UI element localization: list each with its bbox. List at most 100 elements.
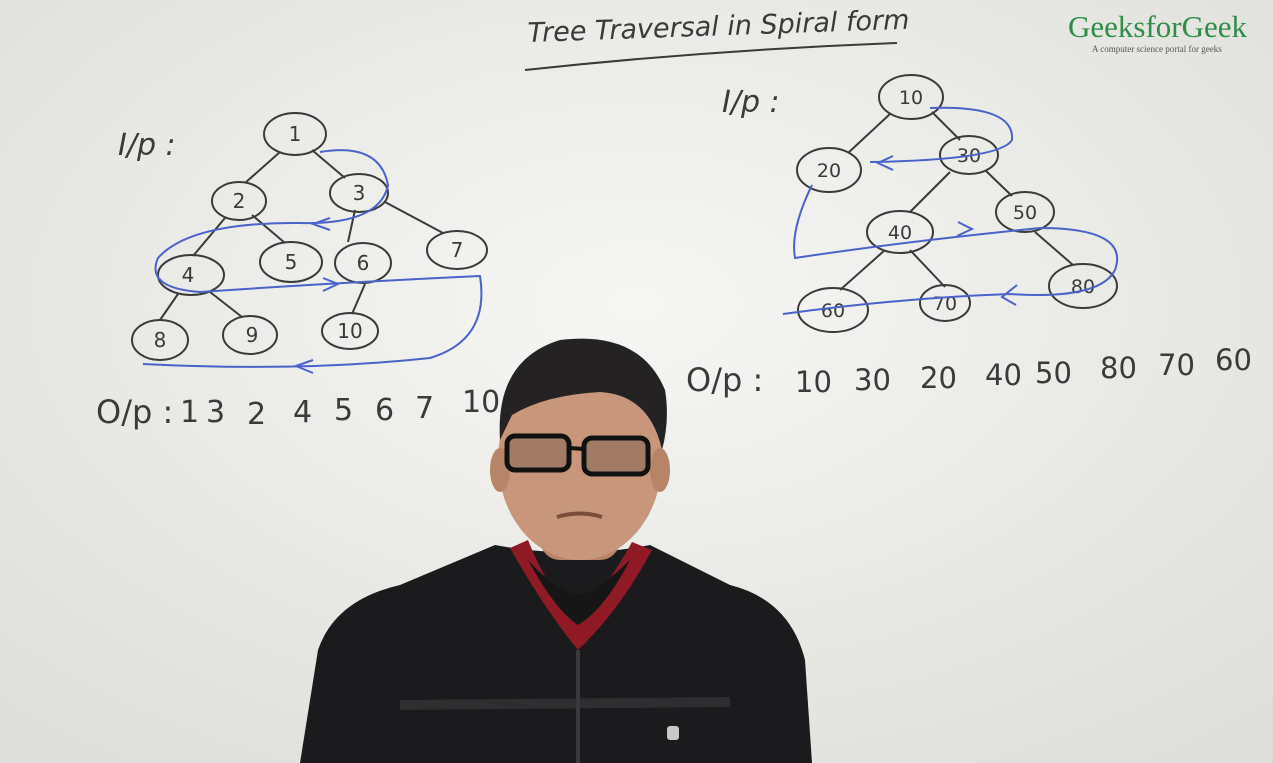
presenter-ear [650,448,670,492]
arrowhead [309,217,331,231]
logo-name: GeeksforGeek [1068,9,1248,44]
output-value: 7 [415,391,434,426]
tree-node [131,319,189,361]
tree-node [426,230,488,270]
right-output-label: O/p : [686,361,763,399]
tree-node [329,173,389,213]
node-label: 2 [233,189,246,213]
output-value: 6 [375,393,394,428]
tree-node [157,254,225,296]
glasses-lens-right [581,435,651,477]
node-label: 10 [899,87,923,109]
node-label: 50 [1013,202,1037,224]
tree-node [211,181,267,221]
spiral-arrow [869,106,1014,163]
tree-node [334,242,392,284]
right-tree-labels: 10 20 30 40 50 60 70 80 [817,87,1095,322]
node-label: 60 [821,300,845,322]
edge [209,291,243,318]
edge [251,214,286,244]
node-label: 8 [154,328,167,352]
tree-node [259,241,323,283]
edge [839,249,886,291]
node-label: 6 [357,251,370,275]
left-spiral-arrows [142,149,483,374]
node-label: 10 [337,319,362,343]
right-tree-nodes [796,74,1118,333]
right-spiral-arrows [782,106,1118,315]
right-output: 10 30 20 40 50 80 70 60 [795,343,1252,399]
edge [347,209,356,243]
tree-node [995,191,1055,233]
presenter-shirt [528,560,630,625]
edge [159,293,179,321]
node-label: 40 [888,222,912,244]
edge [192,217,226,257]
edge [311,149,346,179]
edge [1034,231,1074,266]
output-value: 1 [180,395,199,430]
arrowhead [1000,284,1018,306]
arrowhead [956,221,975,237]
node-label: 7 [451,238,464,262]
jacket-badge [667,726,679,740]
output-value: 30 [854,363,891,397]
output-value: 10 [462,385,500,420]
tree-node [939,135,999,175]
tree-node [919,284,971,322]
glasses-lens-left [504,433,572,473]
logo-tagline: A computer science portal for geeks [1092,44,1222,54]
title-underline [524,42,898,71]
left-tree-nodes [131,112,488,361]
presenter-mouth [556,511,603,519]
left-tree [159,149,444,321]
arrowhead [875,155,894,171]
output-value: 80 [1100,351,1137,385]
tree-node [222,315,278,355]
output-value: 50 [1035,356,1072,390]
tree-node [263,112,327,156]
output-value: 3 [206,395,225,430]
output-value: 5 [334,393,353,428]
right-input-label: I/p : [722,85,780,120]
node-label: 9 [246,323,259,347]
node-label: 4 [182,263,195,287]
edge [847,113,891,154]
node-label: 1 [289,122,302,146]
edge [909,171,951,213]
presenter [300,338,812,763]
left-output-label: O/p : [96,393,173,431]
output-value: 10 [795,365,832,399]
tree-node [878,74,944,120]
geeksforgeeks-logo: GeeksforGeek A computer science portal f… [1068,9,1273,55]
presenter-collar [510,540,652,650]
node-label: 20 [817,160,841,182]
presenter-face [498,360,662,560]
tree-node [796,147,862,193]
tree-node [797,287,869,333]
output-value: 4 [293,395,312,430]
tree-node [321,312,379,350]
spiral-arrow [782,184,1118,315]
presenter-hair [499,338,667,450]
arrowhead [322,277,341,292]
edge [351,283,366,315]
left-tree-labels: 1 2 3 4 5 6 7 8 9 10 [154,122,464,352]
arrowhead [293,359,314,374]
left-output: 1 3 2 4 5 6 7 10 [180,385,500,432]
tree-node [1048,263,1118,309]
spiral-arrow [142,149,483,368]
edge [244,151,281,184]
edge [984,169,1013,197]
edge [909,249,946,288]
edge [931,111,961,141]
output-value: 20 [920,361,957,395]
left-input-label: I/p : [118,128,176,163]
output-value: 40 [985,358,1022,392]
jacket-stripe [399,697,731,710]
output-value: 60 [1215,343,1252,377]
node-label: 80 [1071,276,1095,298]
edge [384,201,444,234]
